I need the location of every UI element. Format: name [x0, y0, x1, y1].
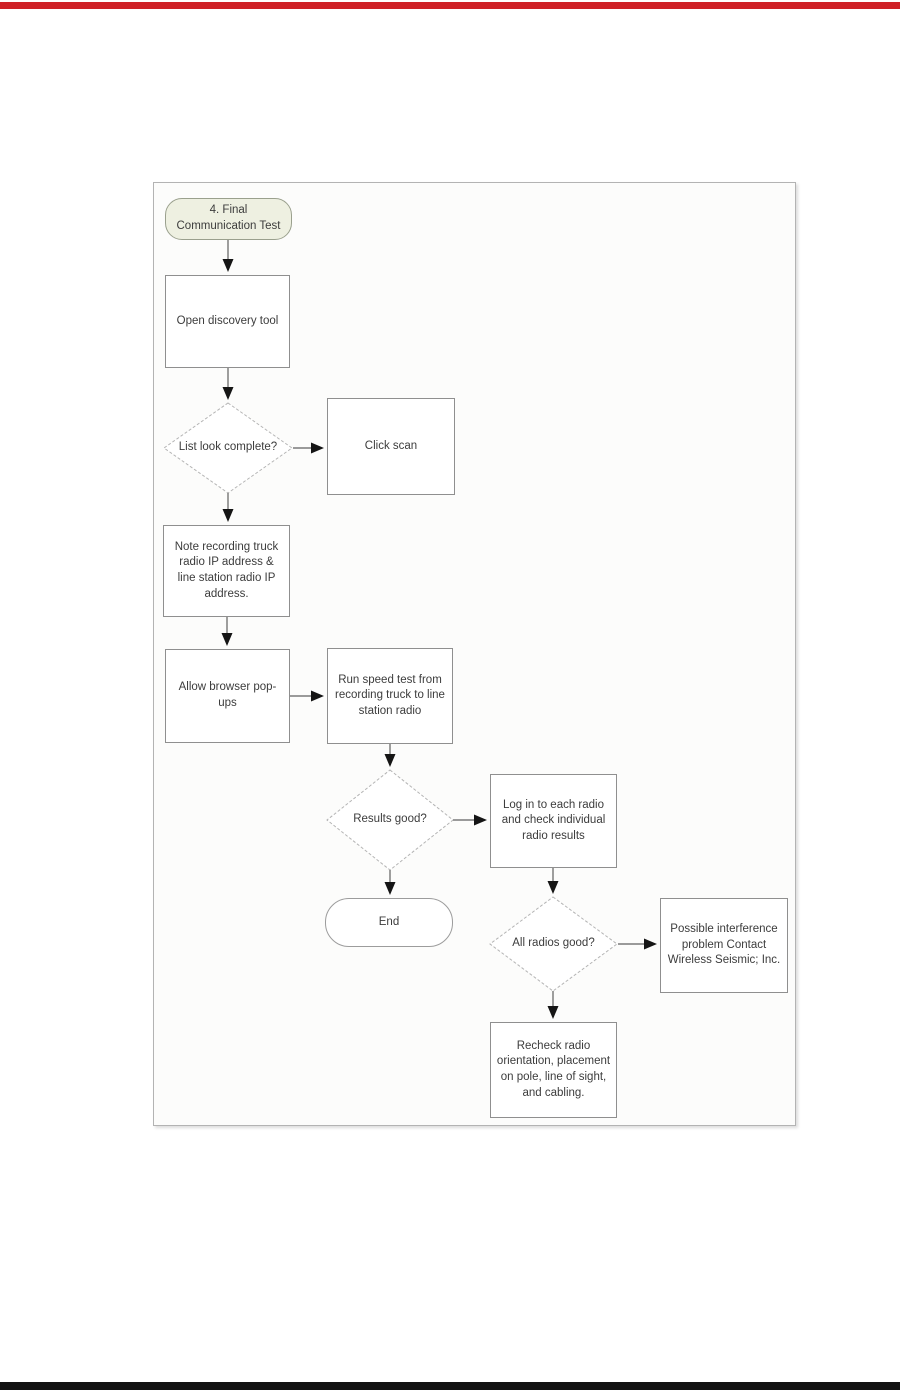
node-open-discovery-tool: Open discovery tool	[165, 275, 290, 368]
node-recheck-label: Recheck radio orientation, placement on …	[496, 1039, 611, 1099]
node-run-speed-test-label: Run speed test from recording truck to l…	[335, 673, 445, 717]
node-run-speed-test: Run speed test from recording truck to l…	[327, 648, 453, 744]
node-click-scan-label: Click scan	[364, 439, 418, 452]
node-login-each-radio: Log in to each radio and check individua…	[490, 774, 617, 868]
node-start-label: 4. Final Communication Test	[176, 204, 281, 232]
node-recheck-radio: Recheck radio orientation, placement on …	[490, 1022, 617, 1118]
node-all-radios-good-label: All radios good?	[512, 937, 595, 950]
node-open-discovery-label: Open discovery tool	[176, 314, 279, 327]
page-bottom-black-bar	[0, 1382, 900, 1390]
node-decision-list-look-complete: List look complete?	[164, 403, 292, 493]
node-end-terminator: End	[325, 898, 453, 947]
node-interference-label: Possible interference problem Contact Wi…	[667, 923, 781, 967]
node-note-ip-label: Note recording truck radio IP address & …	[174, 540, 279, 600]
node-allow-popups-label: Allow browser pop-ups	[178, 681, 277, 709]
node-click-scan: Click scan	[327, 398, 455, 495]
node-decision-results-good: Results good?	[327, 772, 453, 868]
node-list-look-complete-label: List look complete?	[178, 441, 278, 454]
node-results-good-label: Results good?	[353, 813, 427, 826]
node-login-radios-label: Log in to each radio and check individua…	[501, 798, 606, 842]
node-decision-all-radios-good: All radios good?	[490, 899, 617, 989]
node-note-ip-addresses: Note recording truck radio IP address & …	[163, 525, 290, 617]
node-allow-browser-popups: Allow browser pop-ups	[165, 649, 290, 743]
node-possible-interference: Possible interference problem Contact Wi…	[660, 898, 788, 993]
page-top-red-bar	[0, 2, 900, 9]
node-end-label: End	[378, 915, 400, 928]
node-start-terminator: 4. Final Communication Test	[165, 198, 292, 240]
